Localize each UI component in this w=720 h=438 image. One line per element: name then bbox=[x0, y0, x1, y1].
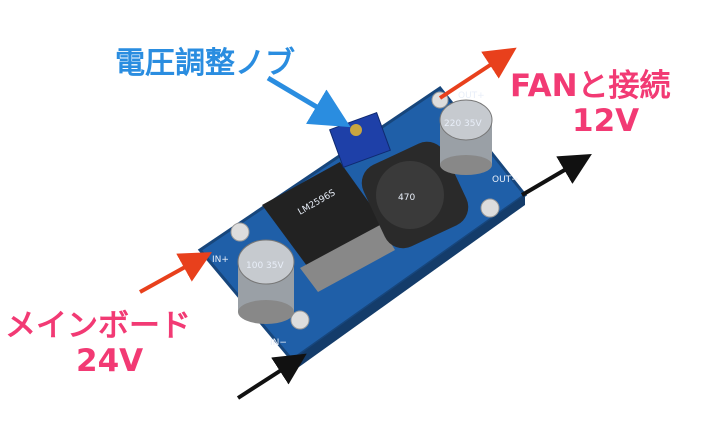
fan-annotation-line1: FANと接続 bbox=[510, 68, 671, 104]
mount-hole bbox=[290, 310, 310, 330]
in-minus-label: IN− bbox=[270, 338, 287, 348]
out-minus-label: OUT− bbox=[492, 175, 519, 185]
mainboard-annotation-line2: 24V bbox=[76, 343, 144, 379]
cap-out-label: 220 35V bbox=[444, 119, 482, 129]
arrow-fan-minus bbox=[520, 153, 592, 197]
inductor-top bbox=[376, 161, 444, 229]
fan-annotation-line2: 12V bbox=[572, 103, 640, 139]
cap-in-label: 100 35V bbox=[246, 261, 284, 271]
chip-pins bbox=[300, 225, 395, 292]
arrow-main-minus bbox=[236, 353, 307, 400]
knob-annotation: 電圧調整ノブ bbox=[115, 46, 295, 81]
in-plus-label: IN+ bbox=[212, 255, 229, 265]
out-plus-label: OUT+ bbox=[458, 91, 485, 101]
mount-hole bbox=[480, 198, 500, 218]
mount-hole bbox=[230, 222, 250, 242]
arrow-knob bbox=[266, 75, 351, 128]
mainboard-annotation-line1: メインボード bbox=[5, 308, 191, 344]
inductor-label: 470 bbox=[398, 193, 415, 203]
potentiometer-screw bbox=[350, 124, 362, 136]
arrow-main-plus bbox=[139, 252, 212, 294]
capacitor-output: 220 35V bbox=[439, 99, 493, 175]
arrow-fan-plus bbox=[438, 47, 517, 100]
pcb-edge bbox=[292, 195, 525, 372]
capacitor-input: 100 35V bbox=[237, 239, 295, 324]
